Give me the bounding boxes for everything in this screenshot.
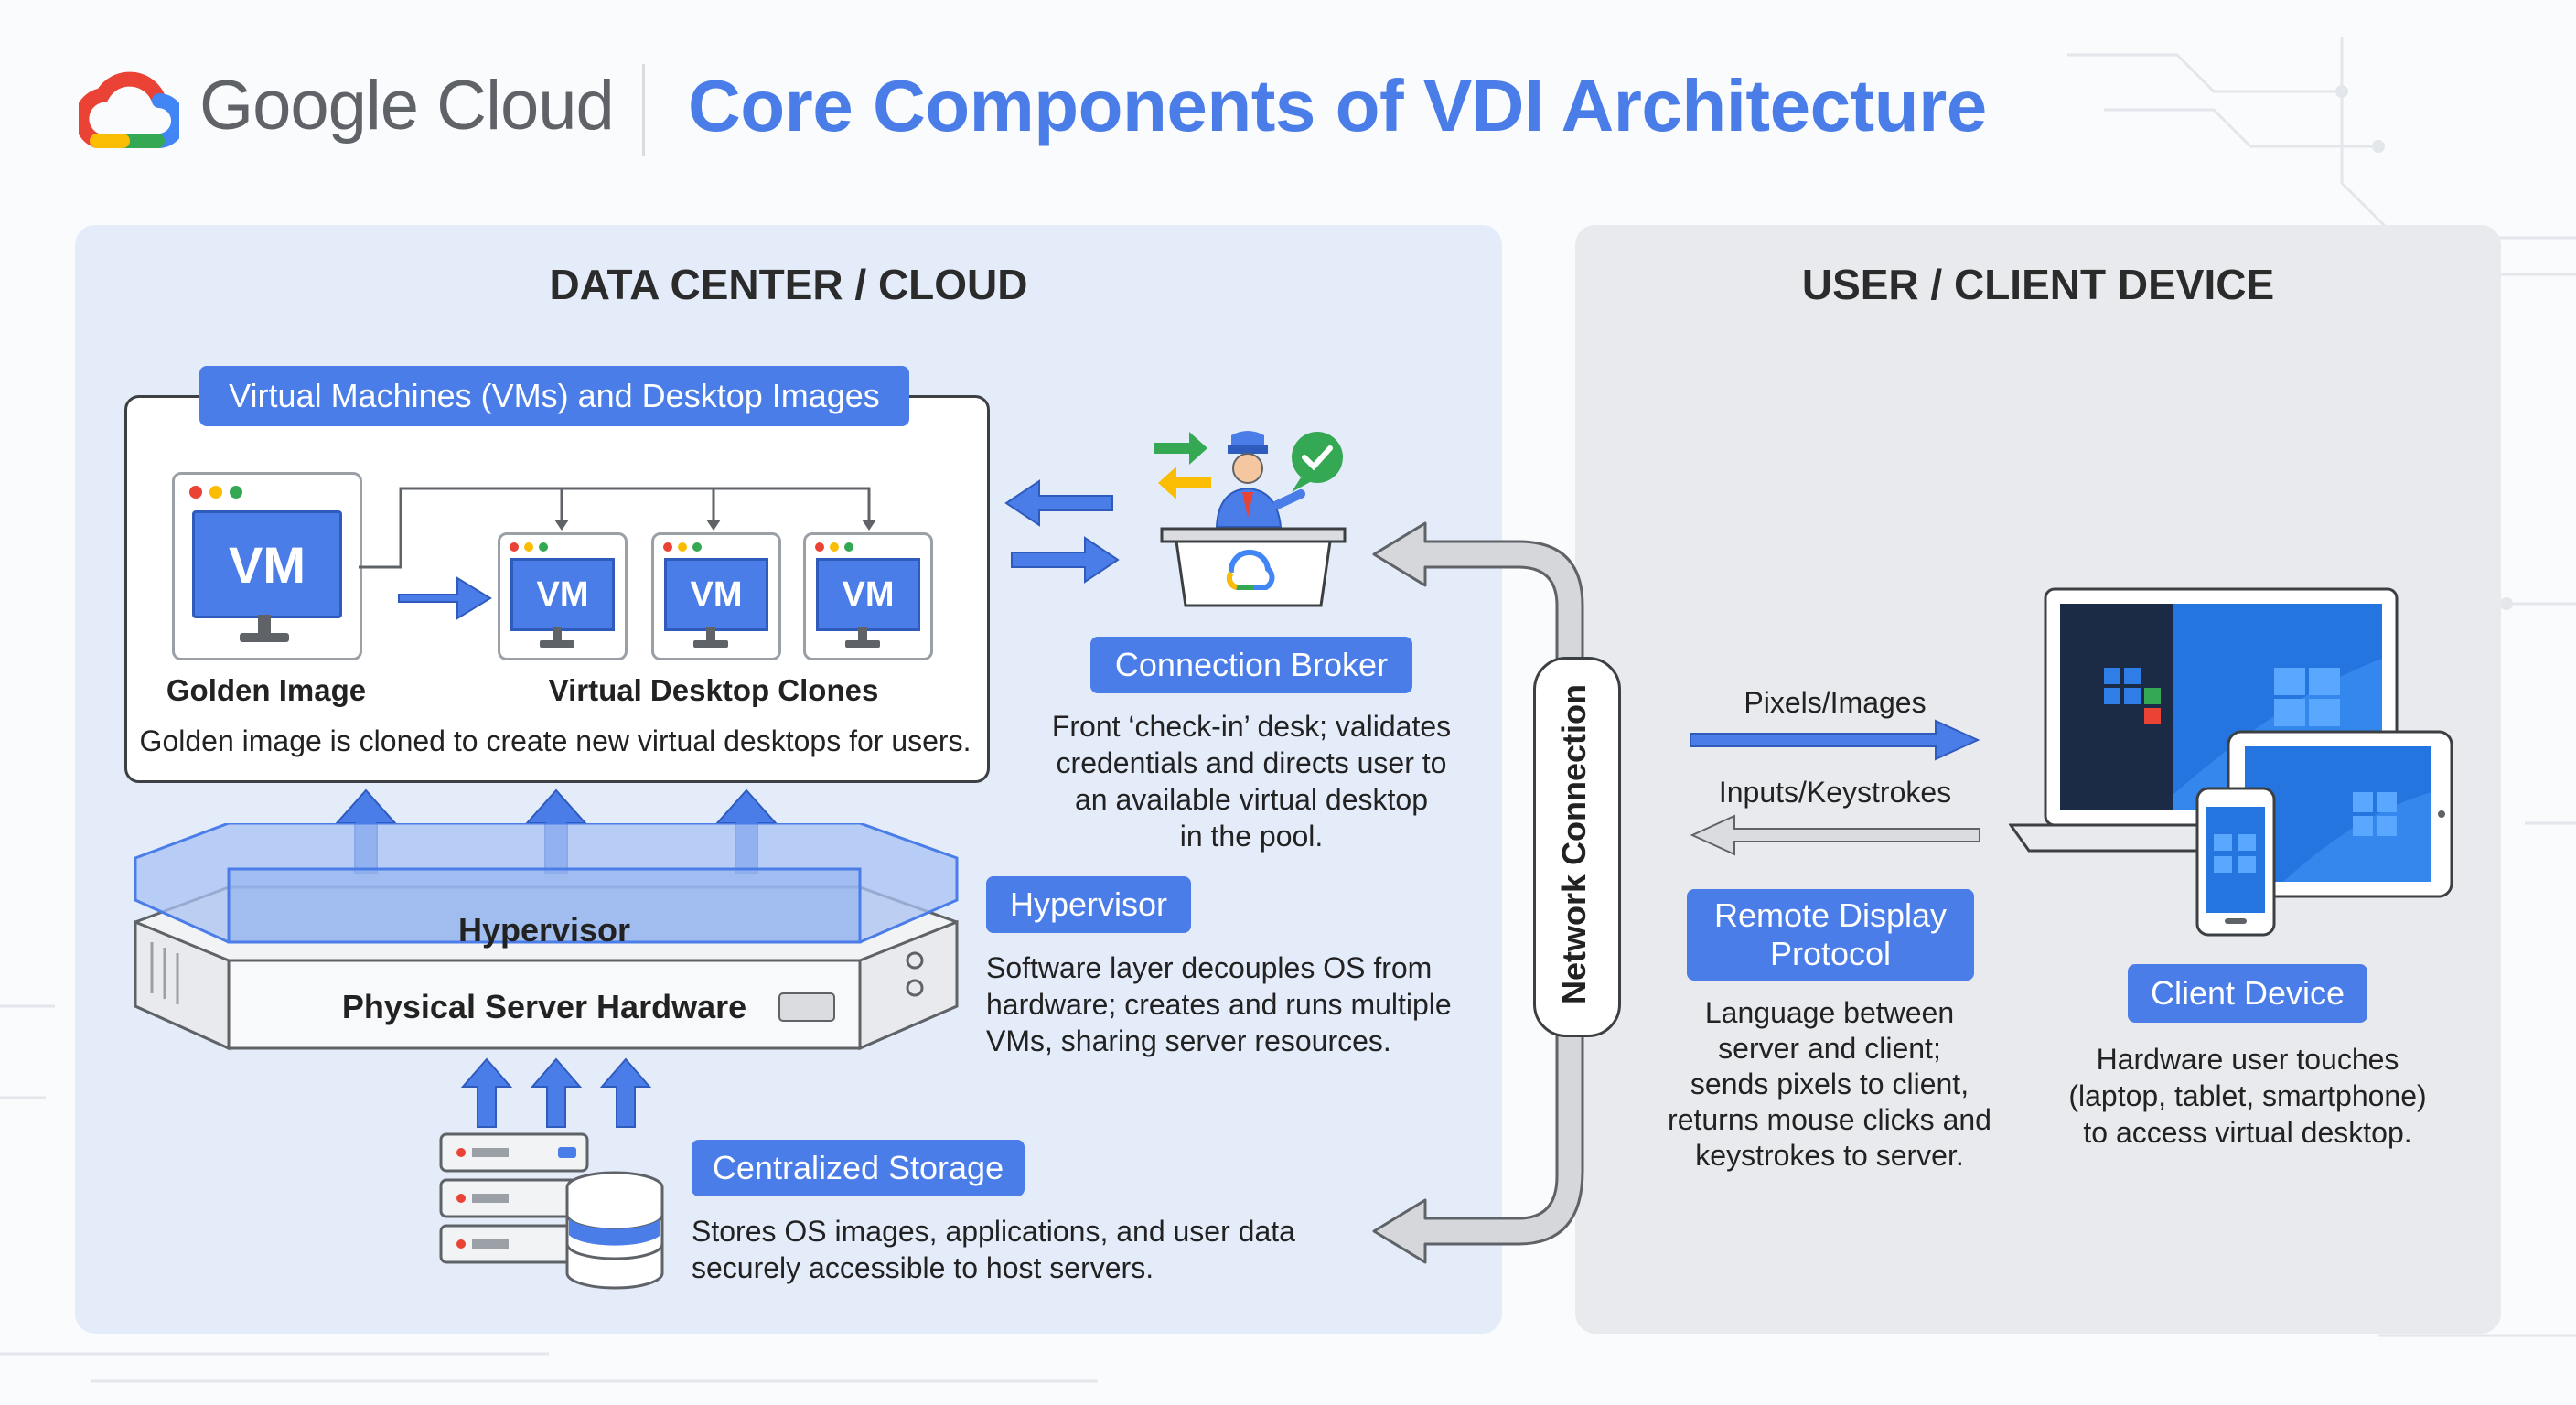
- broker-desc-line: an available virtual desktop: [1074, 783, 1428, 816]
- connection-broker-desc: Front ‘check-in’ desk; validates credent…: [997, 708, 1506, 854]
- clone-vm-3-label: VM: [842, 574, 895, 614]
- header-divider: [642, 64, 645, 156]
- server-stack: [134, 823, 959, 1051]
- broker-desc-line: Front ‘check-in’ desk; validates: [1051, 710, 1452, 743]
- network-connection-label: Network Connection: [1555, 684, 1593, 1005]
- page-title: Core Components of VDI Architecture: [688, 65, 1987, 146]
- vm-caption: Golden image is cloned to create new vir…: [139, 724, 971, 757]
- protocol-pill-line: Remote Display: [1713, 896, 1948, 934]
- server-hardware-label: Physical Server Hardware: [341, 988, 747, 1025]
- broker-exchange-arrows: [1004, 479, 1120, 584]
- network-connection-arrow: [1372, 521, 1584, 1264]
- centralized-storage-pill: Centralized Storage: [692, 1140, 1025, 1196]
- hypervisor-desc-line: VMs, sharing server resources.: [986, 1024, 1391, 1057]
- client-desc-line: Hardware user touches: [2096, 1043, 2399, 1076]
- hypervisor-desc-line: hardware; creates and runs multiple: [986, 988, 1452, 1021]
- clone-window-dots-icon: [510, 542, 853, 552]
- google-cloud-logo-icon: [79, 71, 179, 148]
- storage-up-arrows: [460, 1057, 652, 1128]
- client-device-desc: Hardware user touches (laptop, tablet, s…: [2031, 1041, 2464, 1151]
- vm-section-pill: Virtual Machines (VMs) and Desktop Image…: [199, 366, 909, 426]
- hypervisor-desc: Software layer decouples OS from hardwar…: [986, 949, 1498, 1059]
- inputs-in-arrow: [1690, 814, 1980, 856]
- golden-image-label: Golden Image: [166, 673, 367, 707]
- logo-text: Google Cloud: [199, 67, 615, 145]
- protocol-desc-line: sends pixels to client,: [1690, 1067, 1970, 1100]
- protocol-desc-line: server and client;: [1718, 1032, 1941, 1065]
- broker-desc-line: credentials and directs user to: [1056, 746, 1447, 779]
- remote-display-protocol-pill: Remote Display Protocol: [1687, 889, 1974, 981]
- client-desc-line: (laptop, tablet, smartphone): [2068, 1079, 2427, 1112]
- golden-vm-screen: VM: [192, 510, 342, 618]
- protocol-pill-line: Protocol: [1769, 935, 1892, 972]
- user-heading: USER / CLIENT DEVICE: [1801, 261, 2275, 308]
- clone-vm-2-label: VM: [690, 574, 743, 614]
- inputs-keystrokes-label: Inputs/Keystrokes: [1718, 776, 1952, 809]
- clones-label: Virtual Desktop Clones: [548, 673, 879, 707]
- storage-icon: [439, 1132, 664, 1290]
- monitor-stand-icon: [240, 615, 289, 642]
- pixels-images-label: Pixels/Images: [1744, 686, 1927, 719]
- broker-desc-line: in the pool.: [1179, 820, 1324, 853]
- hypervisor-pill: Hypervisor: [986, 876, 1191, 933]
- protocol-desc-line: returns mouse clicks and: [1668, 1103, 1991, 1136]
- network-connection-box: [1533, 657, 1621, 1037]
- connection-broker-icon: [1154, 431, 1347, 607]
- clone-vm-1-label: VM: [536, 574, 589, 614]
- clone-vm-1-screen: VM: [510, 558, 615, 631]
- golden-vm-label: VM: [229, 535, 306, 594]
- hypervisor-desc-line: Software layer decouples OS from: [986, 951, 1433, 984]
- remote-display-protocol-desc: Language between server and client; send…: [1637, 995, 2022, 1174]
- protocol-desc-line: Language between: [1704, 996, 1955, 1029]
- connection-broker-pill: Connection Broker: [1090, 637, 1412, 693]
- centralized-storage-desc: Stores OS images, applications, and user…: [692, 1213, 1350, 1286]
- clone-stands-icon: [540, 627, 880, 648]
- pixels-out-arrow: [1690, 719, 1980, 761]
- client-desc-line: to access virtual desktop.: [2083, 1116, 2412, 1149]
- storage-desc-line: securely accessible to host servers.: [692, 1251, 1154, 1284]
- data-center-heading: DATA CENTER / CLOUD: [549, 261, 1028, 308]
- protocol-desc-line: keystrokes to server.: [1695, 1139, 1964, 1172]
- client-devices-icon: [2009, 587, 2453, 937]
- clone-vm-3-screen: VM: [816, 558, 920, 631]
- window-dots-icon: [189, 486, 242, 499]
- client-device-pill: Client Device: [2128, 964, 2367, 1023]
- clone-vm-2-screen: VM: [664, 558, 768, 631]
- clone-connectors: [359, 487, 876, 620]
- hypervisor-layer-label: Hypervisor: [457, 911, 631, 949]
- storage-desc-line: Stores OS images, applications, and user…: [692, 1215, 1295, 1248]
